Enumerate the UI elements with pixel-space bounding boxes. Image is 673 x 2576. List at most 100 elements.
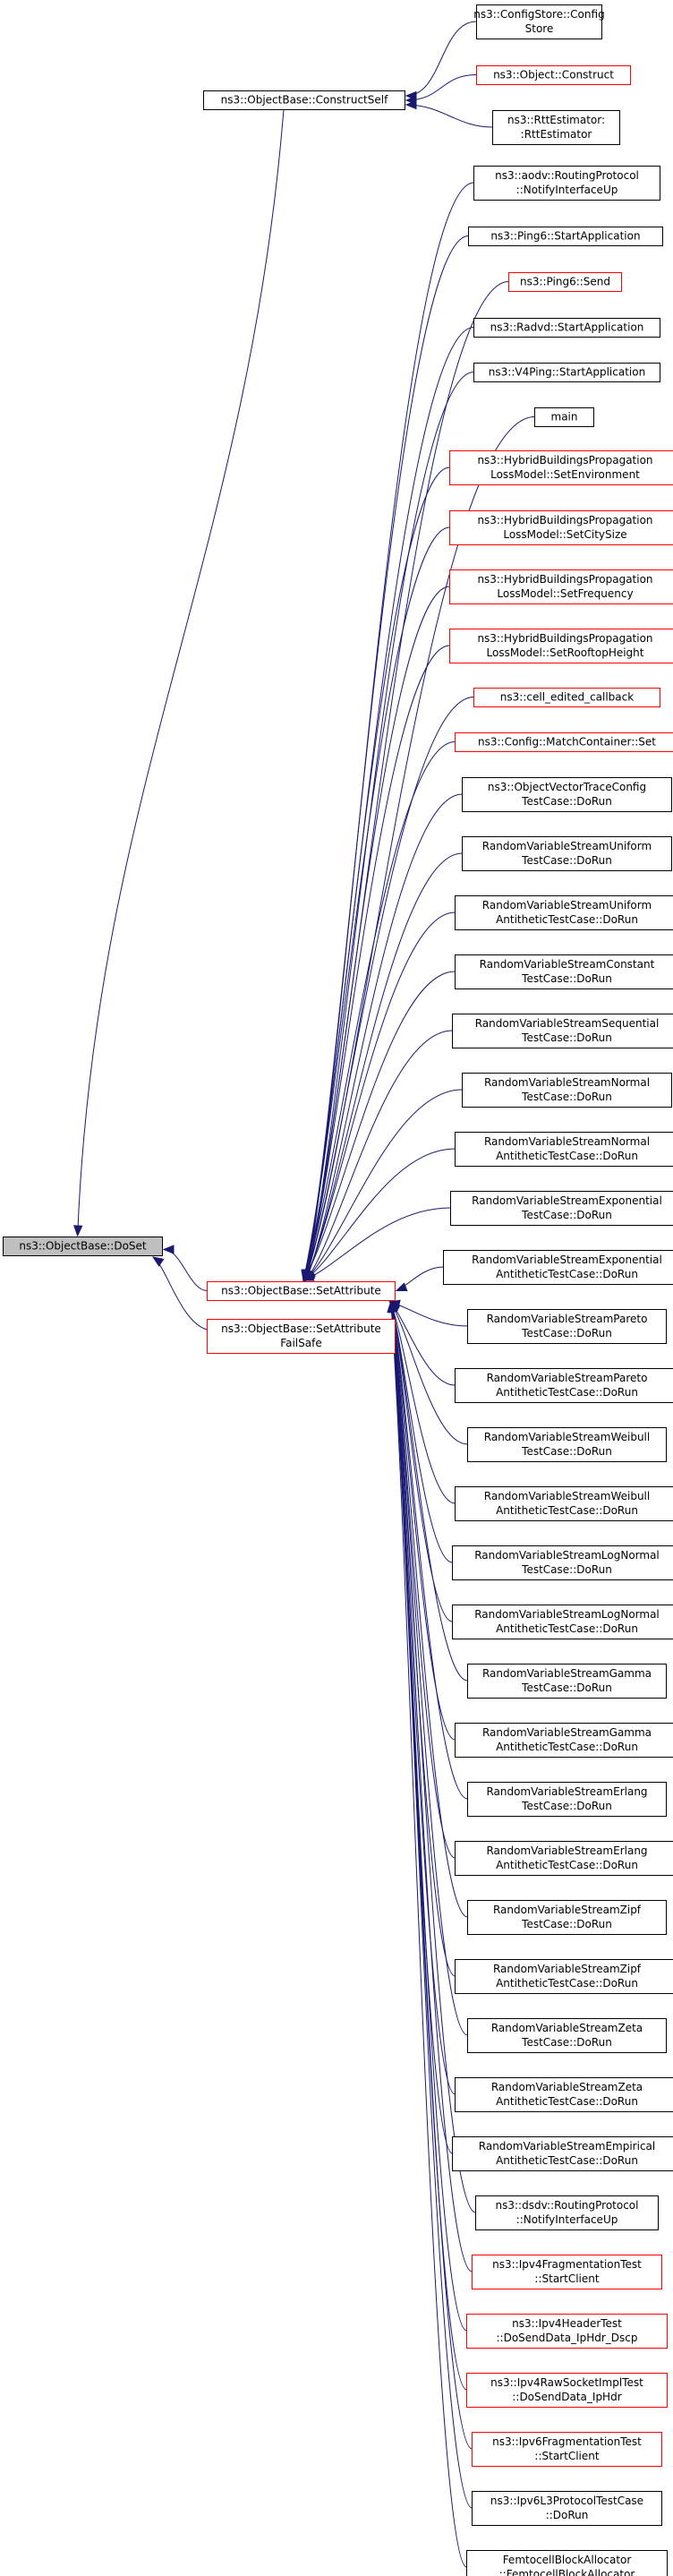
node-box xyxy=(467,1900,667,1935)
node-label: LossModel::SetFrequency xyxy=(497,587,633,600)
node-sa12[interactable]: ns3::Config::MatchContainer::Set xyxy=(455,732,673,752)
node-sa27[interactable]: RandomVariableStreamLogNormalAntitheticT… xyxy=(452,1605,673,1639)
node-label: RandomVariableStreamErlang xyxy=(486,1844,647,1857)
node-cs1[interactable]: ns3::ConfigStore::ConfigStore xyxy=(473,4,605,39)
node-label: TestCase::DoRun xyxy=(521,1918,612,1930)
node-label: TestCase::DoRun xyxy=(521,1209,612,1221)
node-label: RandomVariableStreamWeibull xyxy=(484,1490,650,1502)
node-sa29[interactable]: RandomVariableStreamGammaAntitheticTestC… xyxy=(455,1723,673,1758)
node-label: ns3::Ipv6FragmentationTest xyxy=(492,2435,642,2448)
node-sa6[interactable]: main xyxy=(534,407,594,427)
edge-sa38-to-setattribute xyxy=(390,1301,473,2272)
graph-nodes: ns3::ObjectBase::DoSet ns3::ObjectBase::C… xyxy=(3,4,673,2576)
node-label: :RttEstimator xyxy=(521,128,592,141)
node-sa11[interactable]: ns3::cell_edited_callback xyxy=(473,688,660,707)
node-box xyxy=(455,1486,673,1521)
node-sa5[interactable]: ns3::V4Ping::StartApplication xyxy=(473,363,660,382)
node-box xyxy=(452,1545,673,1580)
node-label: RandomVariableStreamZipf xyxy=(493,1963,642,1975)
node-sa20[interactable]: RandomVariableStreamExponentialTestCase:… xyxy=(450,1191,673,1226)
node-sa8[interactable]: ns3::HybridBuildingsPropagationLossModel… xyxy=(449,510,673,545)
node-label: ::DoRun xyxy=(546,2509,589,2521)
node-box xyxy=(449,510,673,545)
edge-sa30-to-setattribute xyxy=(390,1301,468,1800)
node-sa1[interactable]: ns3::aodv::RoutingProtocol::NotifyInterf… xyxy=(473,166,660,201)
node-sa31[interactable]: RandomVariableStreamErlangAntitheticTest… xyxy=(455,1841,673,1876)
node-label: RandomVariableStreamErlang xyxy=(486,1785,647,1798)
edge-sa5-to-setattribute xyxy=(305,372,474,1281)
node-sa15[interactable]: RandomVariableStreamUniformAntitheticTes… xyxy=(455,895,673,930)
node-box xyxy=(455,1368,673,1403)
edge-sa43-to-setattribute xyxy=(390,1301,467,2568)
node-box xyxy=(455,2077,673,2112)
edge-sa22-to-setattribute xyxy=(389,1301,468,1327)
node-box xyxy=(476,4,602,39)
node-label: RandomVariableStreamExponential xyxy=(472,1254,662,1266)
node-sa37[interactable]: ns3::dsdv::RoutingProtocol::NotifyInterf… xyxy=(475,2195,659,2230)
node-sa9[interactable]: ns3::HybridBuildingsPropagationLossModel… xyxy=(449,569,673,604)
node-sa42[interactable]: ns3::Ipv6L3ProtocolTestCase::DoRun xyxy=(472,2491,662,2526)
node-box xyxy=(203,90,405,110)
node-sa18[interactable]: RandomVariableStreamNormalTestCase::DoRu… xyxy=(462,1073,672,1108)
node-sa2[interactable]: ns3::Ping6::StartApplication xyxy=(468,227,663,246)
node-sa21[interactable]: RandomVariableStreamExponentialAntitheti… xyxy=(443,1250,673,1285)
node-label: FemtocellBlockAllocator xyxy=(503,2554,632,2566)
node-sa22[interactable]: RandomVariableStreamParetoTestCase::DoRu… xyxy=(467,1309,667,1344)
node-box xyxy=(450,1191,673,1226)
node-constructself[interactable]: ns3::ObjectBase::ConstructSelf xyxy=(203,90,405,110)
node-sa25[interactable]: RandomVariableStreamWeibullAntitheticTes… xyxy=(455,1486,673,1521)
node-label: Store xyxy=(525,22,554,35)
node-sa33[interactable]: RandomVariableStreamZipfAntitheticTestCa… xyxy=(455,1959,673,1994)
node-box xyxy=(473,363,660,382)
node-sa24[interactable]: RandomVariableStreamWeibullTestCase::DoR… xyxy=(467,1427,667,1462)
node-label: LossModel::SetEnvironment xyxy=(490,468,640,481)
node-sa40[interactable]: ns3::Ipv4RawSocketImplTest::DoSendData_I… xyxy=(466,2373,668,2408)
node-sa23[interactable]: RandomVariableStreamParetoAntitheticTest… xyxy=(455,1368,673,1403)
node-label: ns3::Ipv4FragmentationTest xyxy=(492,2258,642,2271)
node-cs2[interactable]: ns3::Object::Construct xyxy=(476,65,631,85)
node-sa7[interactable]: ns3::HybridBuildingsPropagationLossModel… xyxy=(449,450,673,485)
node-label: ns3::HybridBuildingsPropagation xyxy=(477,454,652,466)
node-label: ns3::ObjectVectorTraceConfig xyxy=(488,781,646,793)
edge-sa17-to-setattribute xyxy=(305,1030,453,1281)
node-label: RandomVariableStreamPareto xyxy=(487,1372,648,1384)
node-sa41[interactable]: ns3::Ipv6FragmentationTest::StartClient xyxy=(472,2432,662,2467)
node-sa4[interactable]: ns3::Radvd::StartApplication xyxy=(473,318,660,338)
node-cs3[interactable]: ns3::RttEstimator::RttEstimator xyxy=(492,110,620,145)
node-label: ::StartClient xyxy=(534,2272,599,2285)
node-sa43[interactable]: FemtocellBlockAllocator::FemtocellBlockA… xyxy=(466,2550,668,2576)
node-sa35[interactable]: RandomVariableStreamZetaAntitheticTestCa… xyxy=(455,2077,673,2112)
node-doset[interactable]: ns3::ObjectBase::DoSet xyxy=(3,1237,163,1256)
node-label: ::DoSendData_IpHdr_Dscp xyxy=(497,2332,638,2344)
edge-setattributefailsafe-to-doset xyxy=(152,1256,208,1331)
node-box xyxy=(452,1014,673,1048)
node-label: AntitheticTestCase::DoRun xyxy=(496,1977,638,1990)
node-sa26[interactable]: RandomVariableStreamLogNormalTestCase::D… xyxy=(452,1545,673,1580)
node-sa39[interactable]: ns3::Ipv4HeaderTest::DoSendData_IpHdr_Ds… xyxy=(466,2314,668,2349)
node-box xyxy=(455,954,673,989)
edge-sa4-to-setattribute xyxy=(302,327,474,1281)
node-sa17[interactable]: RandomVariableStreamSequentialTestCase::… xyxy=(452,1014,673,1048)
node-sa36[interactable]: RandomVariableStreamEmpiricalAntitheticT… xyxy=(452,2136,673,2171)
node-sa19[interactable]: RandomVariableStreamNormalAntitheticTest… xyxy=(455,1132,673,1167)
node-setattribute[interactable]: ns3::ObjectBase::SetAttribute xyxy=(207,1281,396,1301)
node-label: ns3::HybridBuildingsPropagation xyxy=(477,514,652,526)
edge-sa29-to-setattribute xyxy=(390,1301,456,1741)
node-box xyxy=(473,688,660,707)
node-label: AntitheticTestCase::DoRun xyxy=(496,1741,638,1753)
node-sa38[interactable]: ns3::Ipv4FragmentationTest::StartClient xyxy=(472,2255,662,2289)
node-box xyxy=(476,65,631,85)
node-sa16[interactable]: RandomVariableStreamConstantTestCase::Do… xyxy=(455,954,673,989)
node-label: ns3::Object::Construct xyxy=(493,69,614,81)
node-sa13[interactable]: ns3::ObjectVectorTraceConfigTestCase::Do… xyxy=(462,777,672,812)
node-sa3[interactable]: ns3::Ping6::Send xyxy=(508,272,622,292)
node-label: ns3::HybridBuildingsPropagation xyxy=(477,632,652,645)
node-label: RandomVariableStreamLogNormal xyxy=(474,1608,660,1621)
node-sa14[interactable]: RandomVariableStreamUniformTestCase::DoR… xyxy=(462,836,672,871)
node-sa10[interactable]: ns3::HybridBuildingsPropagationLossModel… xyxy=(449,629,673,663)
node-sa30[interactable]: RandomVariableStreamErlangTestCase::DoRu… xyxy=(467,1782,667,1817)
